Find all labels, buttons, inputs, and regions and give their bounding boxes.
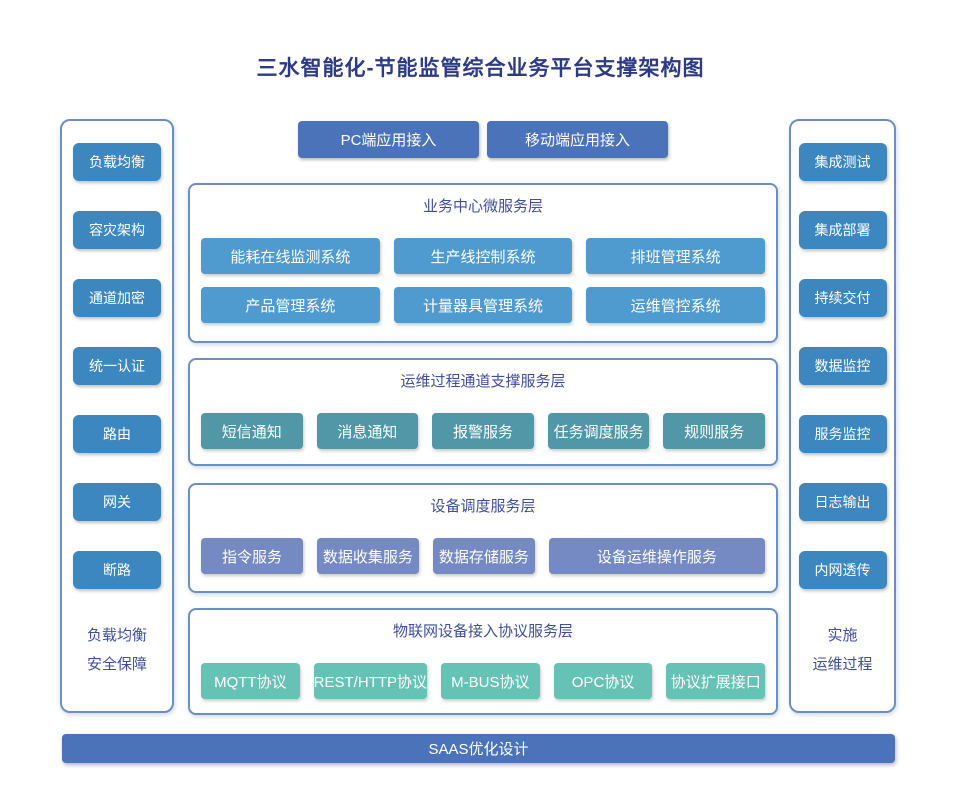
node-integration-deploy: 集成部署 <box>798 211 887 249</box>
node-unified-auth: 统一认证 <box>73 347 161 385</box>
node-rule-service: 规则服务 <box>663 413 765 449</box>
layer-device-row: 指令服务 数据收集服务 数据存储服务 设备运维操作服务 <box>201 538 765 574</box>
node-rest-http-protocol: REST/HTTP协议 <box>313 663 428 699</box>
layer-ops-title: 运维过程通道支撑服务层 <box>400 373 566 390</box>
layer-iot-protocol-access: 物联网设备接入协议服务层 MQTT协议 REST/HTTP协议 M-BUS协议 … <box>188 608 778 715</box>
right-panel: 集成测试 集成部署 持续交付 数据监控 服务监控 日志输出 内网透传 实施 运维… <box>789 119 896 713</box>
node-data-collection-service: 数据收集服务 <box>316 538 419 574</box>
right-caption-line-1: 实施 <box>827 627 858 644</box>
layer-device-title: 设备调度服务层 <box>430 498 536 515</box>
node-sms-notification: 短信通知 <box>201 413 303 449</box>
left-panel: 负载均衡 容灾架构 通道加密 统一认证 路由 网关 断路 负载均衡 安全保障 <box>60 119 174 713</box>
node-protocol-extension-interface: 协议扩展接口 <box>666 663 766 699</box>
node-mbus-protocol: M-BUS协议 <box>441 663 540 699</box>
node-product-management-system: 产品管理系统 <box>201 287 380 323</box>
node-metering-instrument-management-system: 计量器具管理系统 <box>393 287 573 323</box>
node-data-storage-service: 数据存储服务 <box>432 538 535 574</box>
left-caption-line-1: 负载均衡 <box>86 627 147 644</box>
layer-ops-channel-support: 运维过程通道支撑服务层 短信通知 消息通知 报警服务 任务调度服务 规则服务 <box>188 358 778 466</box>
node-load-balancing: 负载均衡 <box>73 143 161 181</box>
node-opc-protocol: OPC协议 <box>553 663 653 699</box>
left-panel-caption: 负载均衡 安全保障 <box>87 621 147 679</box>
layer-iot-row: MQTT协议 REST/HTTP协议 M-BUS协议 OPC协议 协议扩展接口 <box>201 663 766 699</box>
layer-ops-row: 短信通知 消息通知 报警服务 任务调度服务 规则服务 <box>201 413 765 449</box>
right-panel-caption: 实施 运维过程 <box>812 621 872 679</box>
right-caption-line-2: 运维过程 <box>812 656 873 673</box>
layer-business-row-1: 能耗在线监测系统 生产线控制系统 排班管理系统 <box>201 238 766 274</box>
node-pc-access: PC端应用接入 <box>298 121 479 158</box>
layer-iot-title: 物联网设备接入协议服务层 <box>392 623 573 640</box>
node-continuous-delivery: 持续交付 <box>798 279 887 317</box>
access-row: PC端应用接入 移动端应用接入 <box>188 121 778 158</box>
layer-business-microservices: 业务中心微服务层 能耗在线监测系统 生产线控制系统 排班管理系统 产品管理系统 … <box>188 183 778 343</box>
layer-device-scheduling: 设备调度服务层 指令服务 数据收集服务 数据存储服务 设备运维操作服务 <box>188 483 778 593</box>
layer-business-title: 业务中心微服务层 <box>422 198 543 215</box>
node-shift-management-system: 排班管理系统 <box>586 238 766 274</box>
node-disaster-recovery: 容灾架构 <box>73 211 161 249</box>
node-device-ops-operation-service: 设备运维操作服务 <box>548 538 765 574</box>
node-integration-test: 集成测试 <box>798 143 887 181</box>
node-task-scheduling-service: 任务调度服务 <box>547 413 650 449</box>
node-mqtt-protocol: MQTT协议 <box>201 663 300 699</box>
node-mobile-access: 移动端应用接入 <box>487 121 668 158</box>
node-energy-online-monitoring-system: 能耗在线监测系统 <box>201 238 380 274</box>
node-log-output: 日志输出 <box>798 483 887 521</box>
node-service-monitoring: 服务监控 <box>798 415 887 453</box>
node-gateway: 网关 <box>73 483 161 521</box>
node-production-line-control-system: 生产线控制系统 <box>393 238 573 274</box>
node-routing: 路由 <box>73 415 161 453</box>
node-data-monitoring: 数据监控 <box>798 347 887 385</box>
page-title: 三水智能化-节能监管综合业务平台支撑架构图 <box>256 57 705 80</box>
node-intranet-passthrough: 内网透传 <box>798 551 887 589</box>
layer-business-row-2: 产品管理系统 计量器具管理系统 运维管控系统 <box>201 287 766 323</box>
left-caption-line-2: 安全保障 <box>86 656 147 673</box>
node-alarm-service: 报警服务 <box>432 413 534 449</box>
node-command-service: 指令服务 <box>201 538 303 574</box>
saas-footer-bar: SAAS优化设计 <box>62 734 895 763</box>
node-ops-control-system: 运维管控系统 <box>586 287 766 323</box>
node-circuit-break: 断路 <box>73 551 161 589</box>
node-channel-encryption: 通道加密 <box>73 279 161 317</box>
node-message-notification: 消息通知 <box>316 413 419 449</box>
